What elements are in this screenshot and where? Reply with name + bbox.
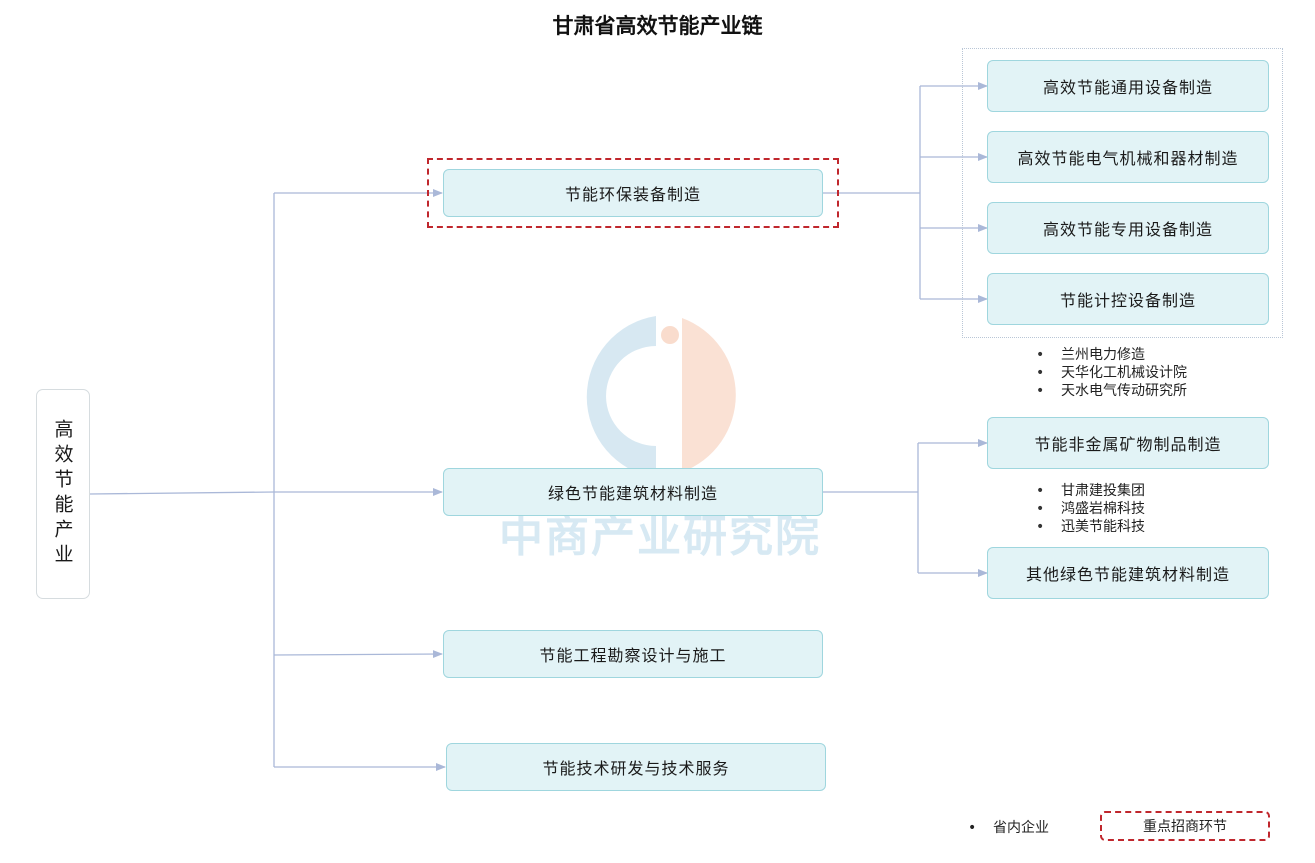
page-title: 甘肃省高效节能产业链: [552, 14, 763, 38]
node-general-equipment[interactable]: 高效节能通用设备制造: [987, 60, 1269, 112]
node-label: 节能计控设备制造: [1059, 291, 1196, 310]
node-label: 高效节能通用设备制造: [1042, 78, 1213, 97]
key-segment-highlight: [427, 158, 839, 228]
node-label: 节能技术研发与技术服务: [542, 759, 730, 778]
building-company-list: 甘肃建投集团 鸿盛岩棉科技 迅美节能科技: [1036, 482, 1145, 536]
equipment-company-list: 兰州电力修造 天华化工机械设计院 天水电气传动研究所: [1036, 346, 1187, 400]
list-item: 天水电气传动研究所: [1036, 382, 1187, 400]
node-green-building-materials[interactable]: 绿色节能建筑材料制造: [443, 468, 823, 516]
list-item: 迅美节能科技: [1036, 518, 1145, 536]
node-label: 节能工程勘察设计与施工: [539, 646, 727, 665]
root-node[interactable]: 高效节能产业: [36, 389, 90, 599]
list-item: 鸿盛岩棉科技: [1036, 500, 1145, 518]
node-label: 节能环保装备制造: [564, 185, 701, 204]
root-node-label: 高效节能产业: [51, 419, 74, 569]
legend-key-label: 重点招商环节: [1143, 819, 1227, 835]
equipment-group-frame: [962, 48, 1283, 338]
node-label: 绿色节能建筑材料制造: [547, 484, 718, 503]
node-tech-rd-services[interactable]: 节能技术研发与技术服务: [446, 743, 826, 791]
node-special-equipment[interactable]: 高效节能专用设备制造: [987, 202, 1269, 254]
node-energy-saving-equipment[interactable]: 节能环保装备制造: [443, 169, 823, 217]
node-electrical-machinery[interactable]: 高效节能电气机械和器材制造: [987, 131, 1269, 183]
list-item: 兰州电力修造: [1036, 346, 1187, 364]
legend-local-enterprise: 省内企业: [968, 817, 1049, 837]
node-nonmetal-mineral-products[interactable]: 节能非金属矿物制品制造: [987, 417, 1269, 469]
node-metering-control-equipment[interactable]: 节能计控设备制造: [987, 273, 1269, 325]
node-other-green-building-materials[interactable]: 其他绿色节能建筑材料制造: [987, 547, 1269, 599]
legend-key-segment: 重点招商环节: [1100, 811, 1270, 841]
node-label: 高效节能专用设备制造: [1042, 220, 1213, 239]
node-label: 其他绿色节能建筑材料制造: [1025, 565, 1230, 584]
node-label: 节能非金属矿物制品制造: [1034, 435, 1222, 454]
node-engineering-design-construction[interactable]: 节能工程勘察设计与施工: [443, 630, 823, 678]
list-item: 甘肃建投集团: [1036, 482, 1145, 500]
node-label: 高效节能电气机械和器材制造: [1017, 149, 1239, 168]
list-item: 天华化工机械设计院: [1036, 364, 1187, 382]
